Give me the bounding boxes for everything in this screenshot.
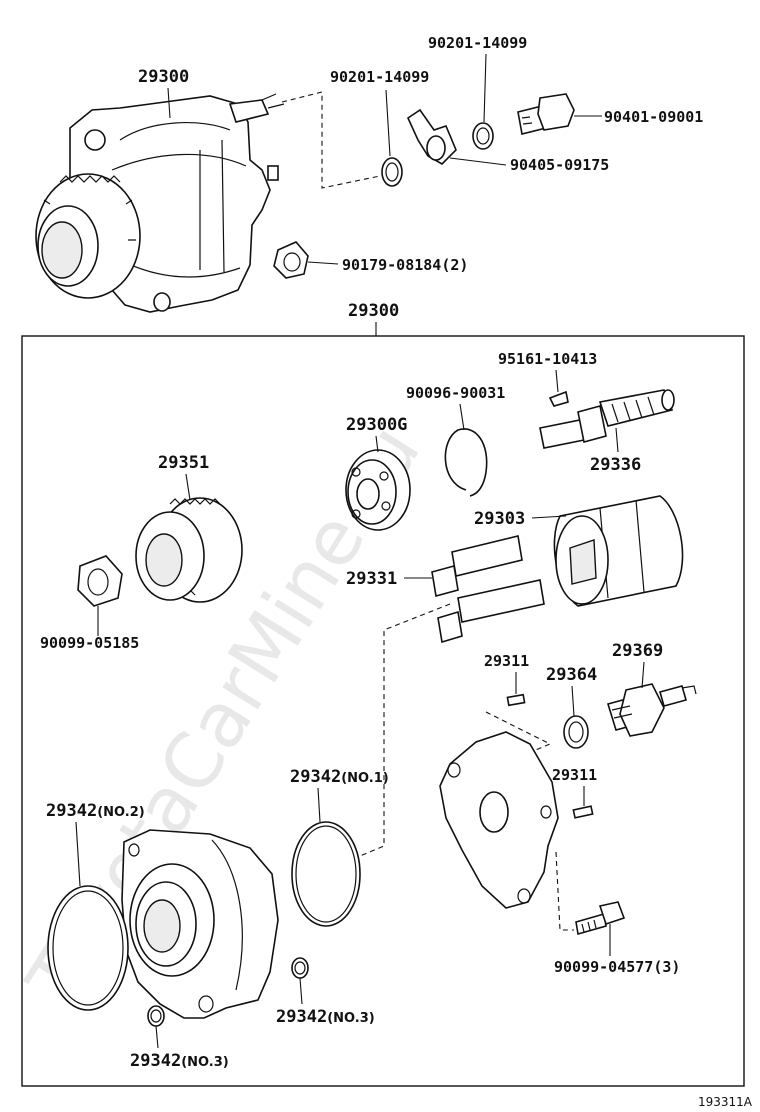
label-gasket-left: 90201-14099 bbox=[330, 68, 429, 86]
leader-shaft bbox=[615, 427, 619, 453]
label-union: 90405-09175 bbox=[510, 156, 609, 174]
label-oring-no3-left: 29342(NO.3) bbox=[130, 1051, 229, 1071]
label-plug: 90179-08184(2) bbox=[342, 256, 468, 274]
gasket-washer-right bbox=[472, 122, 494, 150]
label-bearing: 29300G bbox=[346, 415, 407, 435]
ball-bearing bbox=[345, 449, 411, 531]
label-union-bolt: 90401-09001 bbox=[604, 108, 703, 126]
drive-gear bbox=[135, 497, 243, 603]
leader-oring-no2 bbox=[75, 821, 81, 887]
label-key: 95161-10413 bbox=[498, 350, 597, 368]
pin-lower bbox=[572, 805, 594, 819]
label-29300-assy: 29300 bbox=[348, 301, 399, 321]
small-ring bbox=[563, 715, 589, 749]
dash-line-bolt bbox=[555, 851, 574, 931]
leader-oring-no3-left bbox=[155, 1025, 159, 1049]
label-gasket-right: 90201-14099 bbox=[428, 34, 527, 52]
check-valve bbox=[606, 683, 697, 737]
leader-29300-top bbox=[167, 87, 171, 119]
pump-cover-plate bbox=[439, 731, 559, 909]
label-shaft: 29336 bbox=[590, 455, 641, 475]
leader-valve bbox=[641, 661, 645, 689]
drive-shaft bbox=[539, 389, 675, 449]
leader-snap-ring bbox=[459, 403, 465, 431]
label-pin-lower: 29311 bbox=[552, 766, 597, 784]
pump-housing bbox=[121, 829, 279, 1019]
dash-line-rotor bbox=[359, 603, 451, 857]
label-oring-no1: 29342(NO.1) bbox=[290, 767, 389, 787]
leader-union bbox=[449, 157, 507, 166]
vanes bbox=[431, 535, 545, 644]
pin-upper bbox=[506, 693, 526, 707]
woodruff-key bbox=[548, 390, 569, 407]
leader-oring-no3-right bbox=[299, 977, 303, 1005]
label-vane: 29331 bbox=[346, 569, 397, 589]
snap-ring bbox=[444, 428, 488, 497]
union-fitting bbox=[406, 108, 457, 165]
figure-code: 193311A bbox=[698, 1095, 753, 1109]
gasket-washer-left bbox=[381, 157, 403, 187]
rotor bbox=[553, 495, 684, 607]
o-ring-no2 bbox=[47, 885, 129, 1011]
leader-key bbox=[555, 369, 559, 393]
cover-bolt bbox=[575, 901, 626, 936]
leader-small-ring bbox=[571, 685, 575, 717]
label-oring-no3-right: 29342(NO.3) bbox=[276, 1007, 375, 1027]
label-gear: 29351 bbox=[158, 453, 209, 473]
label-bolt: 90099-04577(3) bbox=[554, 958, 680, 976]
leader-rotor bbox=[531, 515, 567, 519]
leader-plug bbox=[307, 261, 339, 265]
plug bbox=[273, 241, 309, 279]
label-valve: 29369 bbox=[612, 641, 663, 661]
leader-gasket-right bbox=[483, 53, 487, 123]
leader-oring-no1 bbox=[317, 787, 321, 823]
label-small-ring: 29364 bbox=[546, 665, 597, 685]
leader-gear bbox=[185, 473, 191, 501]
label-29300-top: 29300 bbox=[138, 67, 189, 87]
label-rotor: 29303 bbox=[474, 509, 525, 529]
leader-bearing bbox=[375, 435, 379, 453]
label-snap-ring: 90096-90031 bbox=[406, 384, 505, 402]
dash-line-top-1 bbox=[281, 91, 381, 189]
nut bbox=[77, 555, 123, 607]
o-ring-no1 bbox=[291, 821, 361, 927]
label-nut: 90099-05185 bbox=[40, 634, 139, 652]
vacuum-pump-assembly bbox=[35, 93, 285, 313]
union-bolt bbox=[517, 93, 575, 135]
label-oring-no2: 29342(NO.2) bbox=[46, 801, 145, 821]
label-pin-upper: 29311 bbox=[484, 652, 529, 670]
exploded-view-frame bbox=[21, 335, 745, 1087]
leader-gasket-left bbox=[385, 89, 391, 157]
